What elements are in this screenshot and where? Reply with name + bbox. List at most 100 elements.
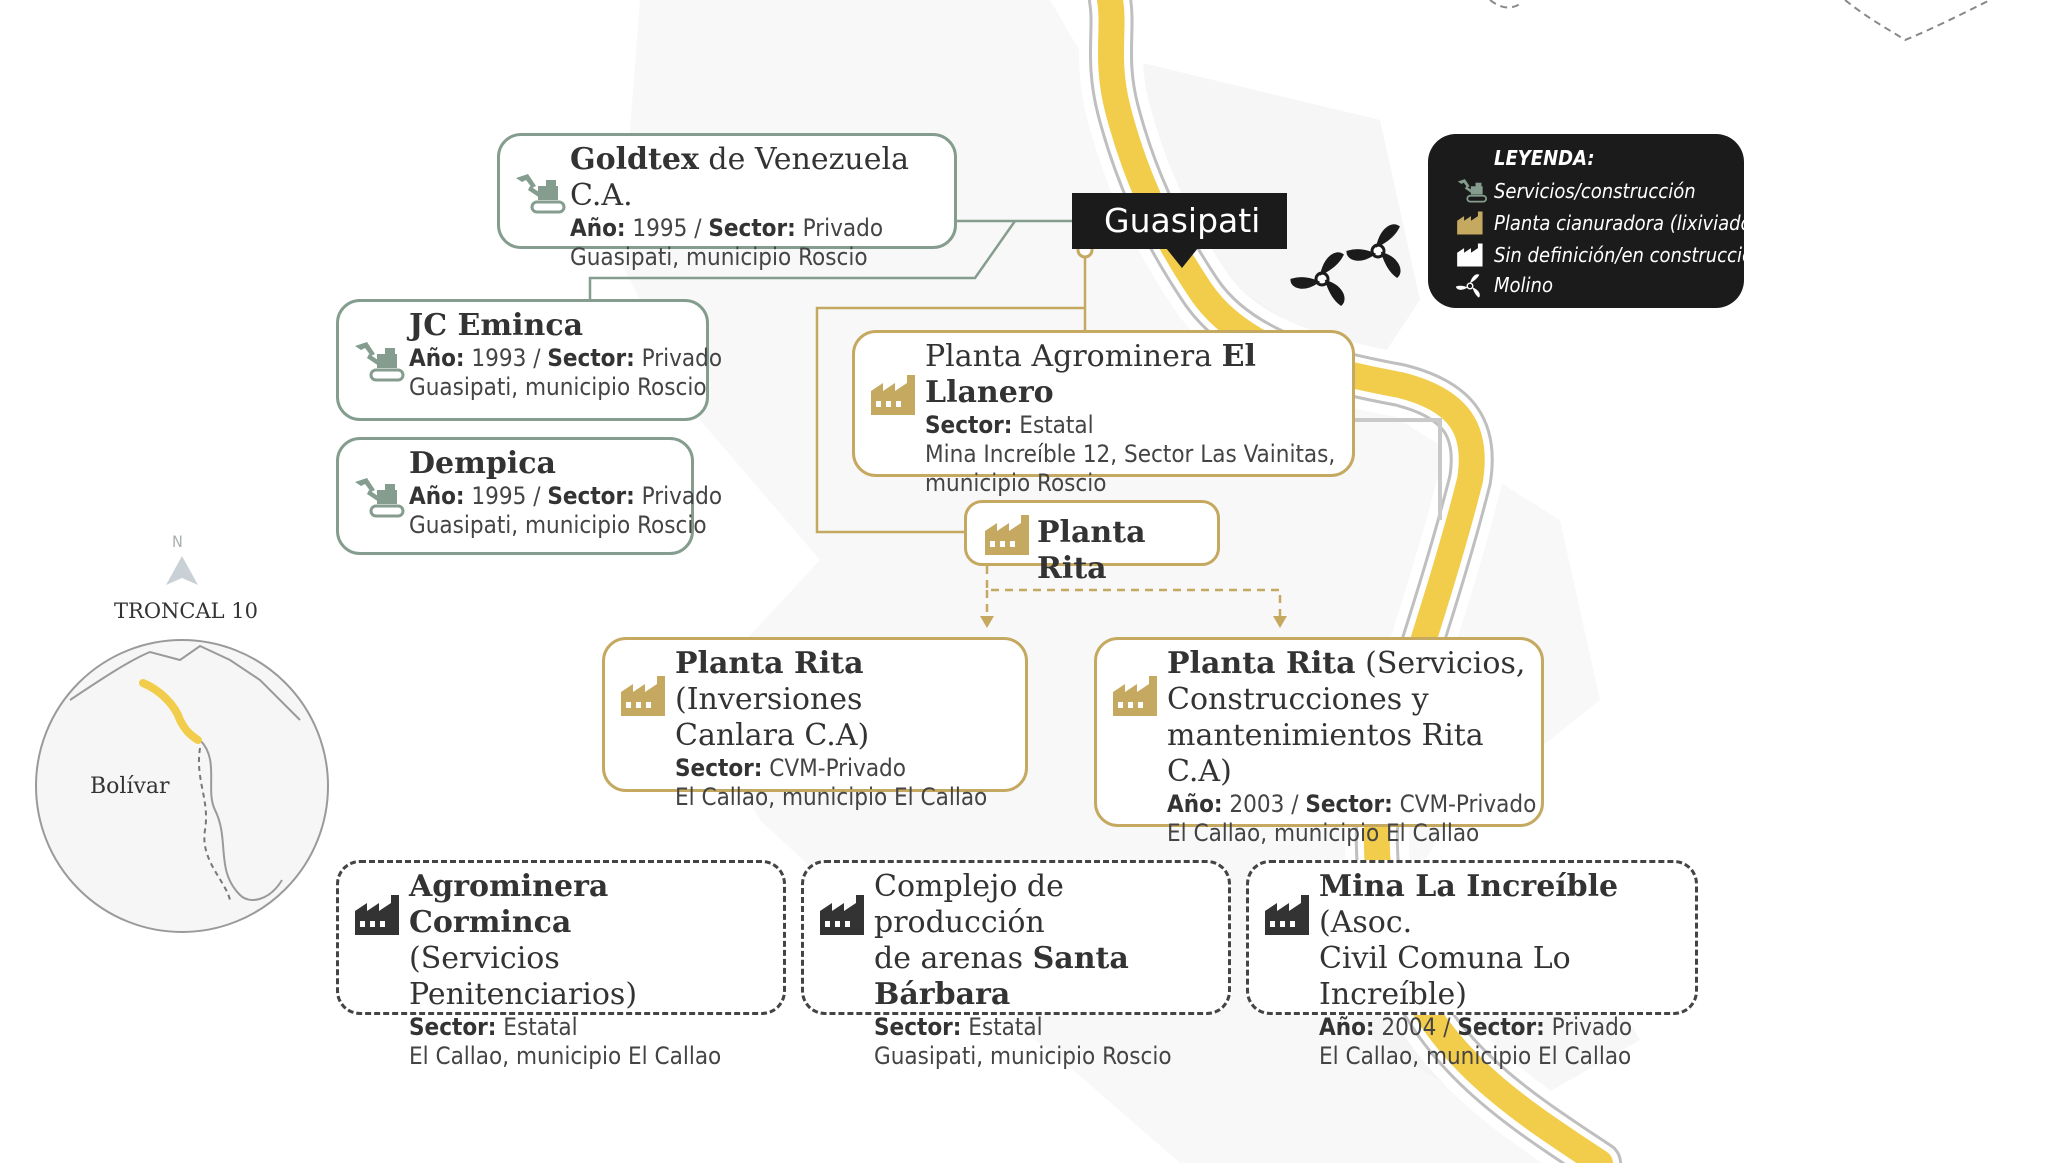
card-title: JC Eminca (409, 308, 584, 343)
location-text: El Callao, municipio El Callao (409, 1042, 722, 1070)
excavator-icon (355, 342, 405, 382)
cyanide-connectors (815, 250, 1087, 534)
location-text: El Callao, municipio El Callao (1167, 819, 1480, 847)
card-planta-rita-servicios: Planta Rita (Servicios, Construcciones y… (1094, 637, 1544, 847)
guasipati-pin (1166, 248, 1198, 268)
sector-label: Sector: (1305, 790, 1393, 818)
card-title: (Servicios, (1355, 646, 1526, 681)
location-text: El Callao, municipio El Callao (675, 783, 988, 811)
card-title: Canlara C.A) (675, 718, 870, 753)
sector-label: Sector: (547, 482, 635, 510)
card-mina-la-increible: Mina La Increíble (Asoc. Civil Comuna Lo… (1246, 860, 1698, 1070)
locator-map (35, 639, 329, 933)
north-arrow-icon (166, 556, 198, 585)
card-title: mantenimientos Rita C.A) (1167, 718, 1484, 789)
card-title: (Servicios Penitenciarios) (409, 941, 638, 1012)
factory-icon (820, 895, 864, 935)
border-line (1844, 0, 1991, 42)
sector-label: Sector: (547, 344, 635, 372)
legend-title: LEYENDA: (1494, 146, 1595, 170)
border-line (1489, 0, 1521, 9)
card-title: de Venezuela C.A. (570, 142, 909, 213)
sector-label: Sector: (708, 214, 796, 242)
card-el-llanero: Planta Agrominera El Llanero Sector: Est… (852, 330, 1355, 497)
card-planta-rita: Planta Rita (964, 500, 1220, 586)
sector-value: Estatal (961, 1013, 1043, 1041)
card-title: Planta Rita (1167, 646, 1356, 681)
factory-icon (871, 375, 915, 415)
year-value: 1993 / (464, 344, 548, 372)
card-title: El Llanero (925, 339, 1256, 410)
card-title: Dempica (409, 446, 556, 481)
excavator-icon (1457, 179, 1488, 203)
sector-value: CVM-Privado (1392, 790, 1537, 818)
windmill-icon (1290, 224, 1401, 306)
planta-rita-split (985, 566, 1282, 616)
sector-label: Sector: (874, 1013, 962, 1041)
location-text: Guasipati, municipio Roscio (409, 511, 707, 539)
year-label: Año: (409, 482, 465, 510)
card-title: Construcciones y (1167, 682, 1429, 717)
factory-icon (1457, 211, 1483, 235)
sector-label: Sector: (1457, 1013, 1545, 1041)
year-label: Año: (409, 344, 465, 372)
year-value: 2004 / (1374, 1013, 1458, 1041)
card-title: Agrominera Corminca (409, 869, 609, 940)
location-text: Guasipati, municipio Roscio (874, 1042, 1172, 1070)
factory-icon (1265, 895, 1309, 935)
location-text: El Callao, municipio El Callao (1319, 1042, 1632, 1070)
card-santa-barbara: Complejo de producción de arenas Santa B… (801, 860, 1231, 1070)
sector-value: Privado (795, 214, 884, 242)
legend-label: Servicios/construcción (1494, 179, 1696, 203)
year-value: 1995 / (625, 214, 709, 242)
year-label: Año: (570, 214, 626, 242)
sector-value: Privado (634, 482, 723, 510)
card-title: Planta Rita (675, 646, 864, 681)
legend-label: Planta cianuradora (lixiviados) (1494, 211, 1768, 235)
sector-value: Privado (634, 344, 723, 372)
card-goldtex: Goldtex de Venezuela C.A. Año: 1995 / Se… (497, 133, 957, 271)
card-title: Santa Bárbara (874, 941, 1129, 1012)
card-title: Planta Rita (1037, 515, 1146, 586)
arrow-down-icon (980, 616, 994, 628)
card-jc-eminca: JC Eminca Año: 1993 / Sector: Privado Gu… (336, 299, 722, 421)
north-label: N (172, 532, 183, 551)
card-title: Mina La Increíble (1319, 869, 1619, 904)
year-label: Año: (1167, 790, 1223, 818)
card-title: Goldtex (570, 142, 699, 177)
region-name-label: Bolívar (90, 774, 170, 799)
year-value: 1995 / (464, 482, 548, 510)
sector-value: Estatal (1012, 411, 1094, 439)
location-text: Mina Increíble 12, Sector Las Vainitas, (925, 440, 1336, 468)
card-planta-rita-canlara: Planta Rita (Inversiones Canlara C.A) Se… (602, 637, 1028, 811)
location-text: municipio Roscio (925, 469, 1107, 497)
sector-label: Sector: (925, 411, 1013, 439)
card-title: de arenas (874, 941, 1033, 976)
guasipati-label: Guasipati (1072, 193, 1287, 249)
card-dempica: Dempica Año: 1995 / Sector: Privado Guas… (336, 437, 722, 555)
location-text: Guasipati, municipio Roscio (570, 243, 868, 271)
factory-outline-icon (1457, 243, 1483, 267)
arrow-down-icon (1273, 616, 1287, 628)
card-title: Civil Comuna Lo Increíble) (1319, 941, 1571, 1012)
legend-label: Sin definición/en construcción (1494, 243, 1765, 267)
excavator-icon (516, 174, 566, 214)
card-title: Complejo de producción (874, 869, 1064, 940)
location-text: Guasipati, municipio Roscio (409, 373, 707, 401)
sector-label: Sector: (675, 754, 763, 782)
road-name-label: TRONCAL 10 (114, 599, 258, 623)
legend: LEYENDA: Servicios/construcción Planta c… (1428, 134, 1768, 308)
factory-icon (985, 515, 1029, 555)
sector-value: Estatal (496, 1013, 578, 1041)
year-label: Año: (1319, 1013, 1375, 1041)
factory-icon (1113, 676, 1157, 716)
windmill-icon (1456, 274, 1480, 298)
card-title: (Inversiones (675, 682, 863, 717)
factory-icon (621, 676, 665, 716)
sector-value: CVM-Privado (762, 754, 906, 782)
card-agrominera-corminca: Agrominera Corminca (Servicios Penitenci… (336, 860, 786, 1070)
sector-value: Privado (1544, 1013, 1633, 1041)
legend-label: Molino (1494, 273, 1553, 297)
card-title: (Asoc. (1319, 905, 1413, 940)
excavator-icon (355, 478, 405, 518)
